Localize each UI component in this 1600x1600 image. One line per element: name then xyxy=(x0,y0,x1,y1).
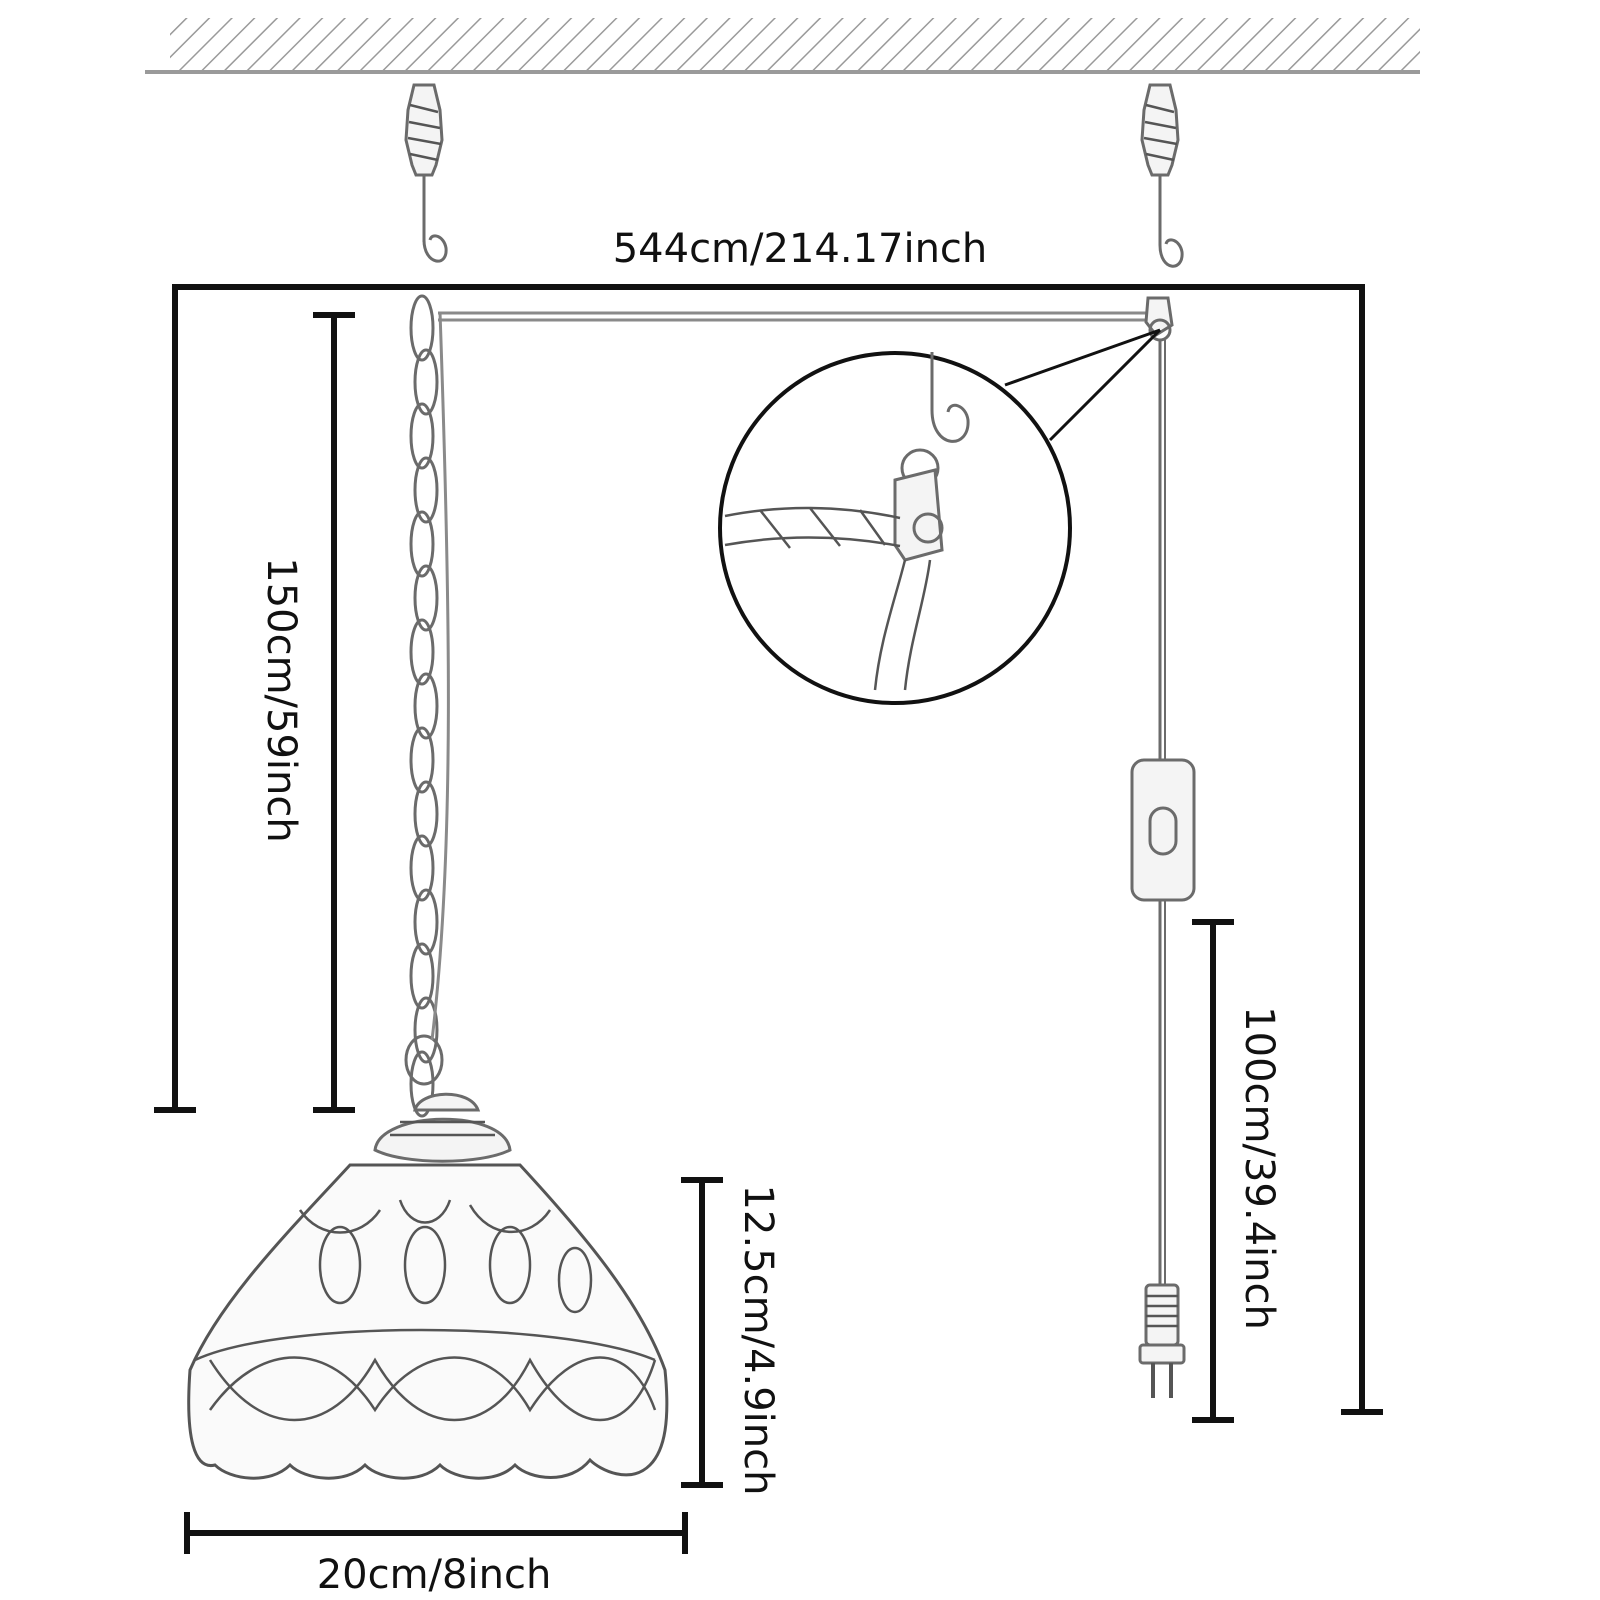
chain-link xyxy=(413,564,439,632)
shade-width-label: 20cm/8inch xyxy=(317,1552,552,1598)
shade-height-dimension xyxy=(681,1177,723,1488)
chain-link xyxy=(409,402,435,470)
chain-link xyxy=(413,996,439,1064)
horizontal-cord xyxy=(438,296,1174,342)
chain-link xyxy=(409,510,435,578)
chain-length-label: 150cm/59inch xyxy=(258,557,304,843)
chain-ring xyxy=(404,1034,444,1086)
hook-detail-callout xyxy=(718,328,1162,705)
hanging-chain xyxy=(404,294,450,1118)
vertical-cord xyxy=(1158,340,1166,1285)
lamp-cord xyxy=(430,311,450,1041)
right-ceiling-anchor-icon xyxy=(1140,83,1184,268)
chain-length-dimension xyxy=(313,312,355,1113)
chain-link xyxy=(413,672,439,740)
total-width-dimension xyxy=(154,284,1383,1415)
total-width-label: 544cm/214.17inch xyxy=(613,226,988,272)
chain-link xyxy=(409,942,435,1010)
plug-icon xyxy=(1138,1283,1186,1398)
ceiling xyxy=(145,18,1420,74)
chain-link xyxy=(413,348,439,416)
cord-length-dimension xyxy=(1192,919,1234,1423)
shade-height-label: 12.5cm/4.9inch xyxy=(735,1185,781,1496)
shade-width-dimension xyxy=(184,1512,688,1554)
chain-link xyxy=(413,780,439,848)
left-ceiling-anchor-icon xyxy=(404,83,448,263)
chain-link xyxy=(409,726,435,794)
chain-link xyxy=(409,618,435,686)
cord-length-label: 100cm/39.4inch xyxy=(1236,1006,1282,1330)
chain-link xyxy=(409,834,435,902)
chain-link xyxy=(413,888,439,956)
inline-switch-icon xyxy=(1130,758,1196,902)
chain-link xyxy=(413,456,439,524)
tiffany-lamp-shade xyxy=(187,1092,669,1480)
chain-link xyxy=(409,294,435,362)
chain-link xyxy=(409,1050,435,1118)
